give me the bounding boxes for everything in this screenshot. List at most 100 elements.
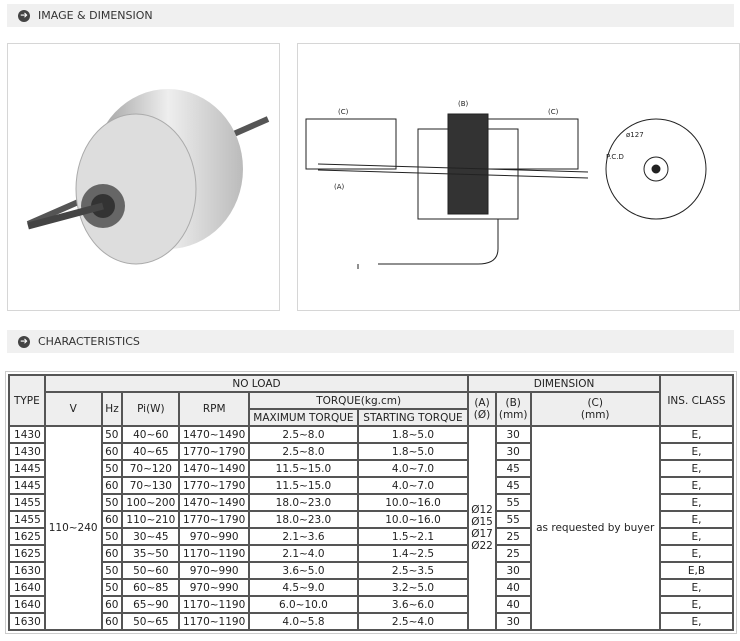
cell-starting-torque: 3.2~5.0	[356, 578, 470, 597]
arrow-right-icon: ➔	[18, 335, 30, 348]
cell-b: 30	[494, 612, 532, 631]
cell-type: 1625	[8, 544, 46, 563]
cell-starting-torque: 1.8~5.0	[356, 425, 470, 444]
cell-b: 30	[494, 425, 532, 444]
cell-b: 45	[494, 459, 532, 478]
col-pi: Pi(W)	[121, 391, 181, 427]
cell-voltage: 110~240	[43, 425, 103, 631]
cell-type: 1625	[8, 527, 46, 546]
cell-pi: 40~65	[121, 442, 181, 461]
cell-type: 1445	[8, 476, 46, 495]
cell-pi: 70~120	[121, 459, 181, 478]
cell-type: 1455	[8, 510, 46, 529]
cell-ins-class: E,	[658, 578, 735, 597]
cell-pi: 110~210	[121, 510, 181, 529]
technical-drawing: (C) (C) (B) (A) P.C.D ø127	[305, 100, 707, 269]
cell-max-torque: 11.5~15.0	[248, 476, 359, 495]
cell-ins-class: E,	[658, 476, 735, 495]
cell-hz: 50	[100, 493, 124, 512]
col-dimension: DIMENSION	[467, 374, 661, 393]
cell-rpm: 970~990	[178, 578, 251, 597]
cell-hz: 60	[100, 442, 124, 461]
col-torque: TORQUE(kg.cm)	[248, 391, 470, 410]
cell-starting-torque: 2.5~3.5	[356, 561, 470, 580]
cell-max-torque: 11.5~15.0	[248, 459, 359, 478]
cell-pi: 70~130	[121, 476, 181, 495]
col-a: (A)(Ø)	[467, 391, 497, 427]
arrow-right-icon: ➔	[18, 9, 30, 22]
cell-rpm: 1470~1490	[178, 459, 251, 478]
section-header-image: ➔ IMAGE & DIMENSION	[7, 4, 734, 27]
cell-starting-torque: 10.0~16.0	[356, 493, 470, 512]
cell-ins-class: E,	[658, 510, 735, 529]
svg-text:(A): (A)	[334, 183, 345, 191]
cell-starting-torque: 2.5~4.0	[356, 612, 470, 631]
cell-b: 55	[494, 510, 532, 529]
cell-pi: 50~60	[121, 561, 181, 580]
col-ins-class: INS. CLASS	[658, 374, 735, 427]
cell-max-torque: 18.0~23.0	[248, 493, 359, 512]
cell-hz: 50	[100, 561, 124, 580]
cell-type: 1640	[8, 595, 46, 614]
cell-pi: 50~65	[121, 612, 181, 631]
cell-max-torque: 2.1~4.0	[248, 544, 359, 563]
col-no-load: NO LOAD	[43, 374, 470, 393]
cell-pi: 100~200	[121, 493, 181, 512]
cell-max-torque: 6.0~10.0	[248, 595, 359, 614]
cell-ins-class: E,	[658, 425, 735, 444]
cell-rpm: 1470~1490	[178, 425, 251, 444]
col-c: (C)(mm)	[529, 391, 661, 427]
cell-rpm: 1170~1190	[178, 612, 251, 631]
cell-starting-torque: 1.5~2.1	[356, 527, 470, 546]
cell-ins-class: E,	[658, 544, 735, 563]
cell-type: 1640	[8, 578, 46, 597]
cell-hz: 60	[100, 476, 124, 495]
cell-ins-class: E,	[658, 595, 735, 614]
cell-hz: 60	[100, 612, 124, 631]
col-hz: Hz	[100, 391, 124, 427]
cell-pi: 30~45	[121, 527, 181, 546]
section-header-characteristics: ➔ CHARACTERISTICS	[7, 330, 734, 353]
motor-photo	[7, 43, 280, 311]
col-starting-torque: STARTING TORQUE	[356, 408, 470, 427]
cell-b: 25	[494, 544, 532, 563]
cell-rpm: 970~990	[178, 527, 251, 546]
cell-type: 1430	[8, 425, 46, 444]
cell-b: 30	[494, 561, 532, 580]
cell-type: 1455	[8, 493, 46, 512]
cell-max-torque: 2.5~8.0	[248, 442, 359, 461]
cell-b: 40	[494, 595, 532, 614]
cell-ins-class: E,	[658, 459, 735, 478]
cell-hz: 60	[100, 595, 124, 614]
cell-b: 30	[494, 442, 532, 461]
cell-pi: 60~85	[121, 578, 181, 597]
svg-text:ø127: ø127	[626, 131, 644, 139]
cell-rpm: 1170~1190	[178, 544, 251, 563]
svg-text:(C): (C)	[338, 108, 349, 116]
cell-max-torque: 2.1~3.6	[248, 527, 359, 546]
cell-type: 1630	[8, 561, 46, 580]
cell-starting-torque: 3.6~6.0	[356, 595, 470, 614]
col-v: V	[43, 391, 103, 427]
cell-hz: 50	[100, 425, 124, 444]
cell-starting-torque: 10.0~16.0	[356, 510, 470, 529]
cell-starting-torque: 4.0~7.0	[356, 476, 470, 495]
section-title: IMAGE & DIMENSION	[38, 9, 153, 22]
cell-type: 1630	[8, 612, 46, 631]
cell-type: 1430	[8, 442, 46, 461]
cell-hz: 50	[100, 578, 124, 597]
cell-c: as requested by buyer	[529, 425, 661, 631]
cell-starting-torque: 1.8~5.0	[356, 442, 470, 461]
cell-rpm: 1770~1790	[178, 476, 251, 495]
cell-hz: 60	[100, 510, 124, 529]
cell-ins-class: E,	[658, 612, 735, 631]
